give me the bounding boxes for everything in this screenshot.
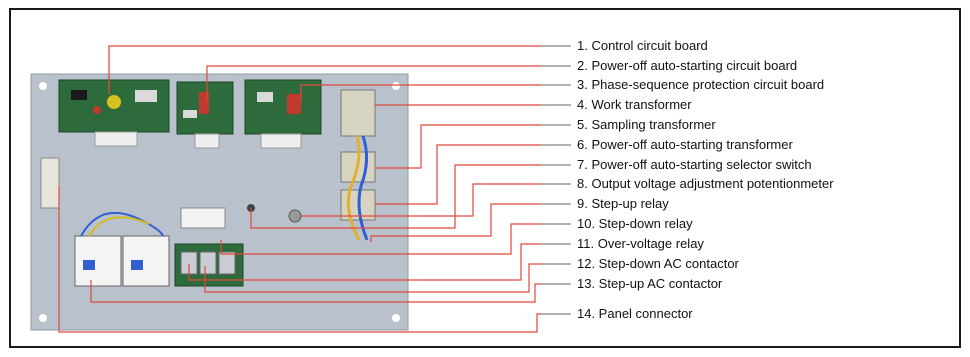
leader-line-14 — [58, 186, 541, 333]
potentiometer — [288, 209, 302, 223]
board-component — [257, 92, 273, 102]
wiring — [357, 135, 369, 241]
step-down-ac-contactor — [74, 235, 122, 287]
legend-item-6: 6. Power-off auto-starting transformer — [577, 137, 793, 152]
legend-item-14: 14. Panel connector — [577, 306, 693, 321]
contactor-label — [83, 260, 95, 270]
legend-item-4: 4. Work transformer — [577, 97, 692, 112]
panel-hole — [39, 82, 47, 90]
board-component — [199, 92, 209, 114]
relay-group — [180, 207, 226, 229]
leader-line-2 — [206, 65, 541, 102]
panel-connector-block — [40, 157, 60, 209]
legend-item-1: 1. Control circuit board — [577, 38, 708, 53]
board-component — [107, 95, 121, 109]
leader-line-11 — [188, 243, 541, 281]
leader-line-6 — [375, 144, 541, 205]
figure-frame: 1. Control circuit board 2. Power-off au… — [9, 8, 961, 348]
legend-item-11: 11. Over-voltage relay — [577, 236, 704, 251]
legend-item-13: 13. Step-up AC contactor — [577, 276, 723, 291]
legend-item-12: 12. Step-down AC contactor — [577, 256, 740, 271]
leader-line-1 — [108, 45, 541, 94]
leader-line-8 — [301, 183, 541, 217]
legend-item-2: 2. Power-off auto-starting circuit board — [577, 58, 797, 73]
leader-lines — [58, 45, 541, 333]
leader-line-10 — [220, 223, 541, 255]
phase-sequence-circuit-board — [244, 79, 322, 135]
board-component — [71, 90, 87, 100]
legend-item-5: 5. Sampling transformer — [577, 117, 716, 132]
legend: 1. Control circuit board 2. Power-off au… — [577, 38, 834, 321]
panel-hole — [392, 314, 400, 322]
board-connector — [94, 131, 138, 147]
board-connector — [260, 133, 302, 149]
over-voltage-relay-unit — [218, 251, 236, 275]
panel-hole — [392, 82, 400, 90]
legend-item-7: 7. Power-off auto-starting selector swit… — [577, 157, 812, 172]
wiring — [346, 135, 361, 241]
leader-line-7 — [250, 164, 541, 229]
leader-line-5 — [375, 124, 541, 169]
board-connector — [194, 133, 220, 149]
board-component — [183, 110, 197, 118]
board-component — [93, 106, 101, 114]
legend-item-10: 10. Step-down relay — [577, 216, 693, 231]
step-up-ac-contactor — [122, 235, 170, 287]
panel-diagram: 1. Control circuit board 2. Power-off au… — [30, 38, 834, 333]
leader-line-13 — [90, 280, 541, 303]
legend-item-9: 9. Step-up relay — [577, 196, 669, 211]
leader-line-9 — [370, 203, 541, 242]
panel-hole — [39, 314, 47, 322]
work-transformer — [340, 89, 376, 137]
board-component — [287, 94, 301, 114]
legend-item-8: 8. Output voltage adjustment potentionme… — [577, 176, 834, 191]
leader-connectors — [541, 45, 571, 315]
leader-line-12 — [204, 263, 541, 293]
legend-item-3: 3. Phase-sequence protection circuit boa… — [577, 77, 824, 92]
step-up-relay-unit — [199, 251, 217, 275]
board-component — [135, 90, 157, 102]
contactor-wiring — [88, 216, 150, 237]
leader-line-3 — [300, 84, 541, 102]
contactor-label — [131, 260, 143, 270]
